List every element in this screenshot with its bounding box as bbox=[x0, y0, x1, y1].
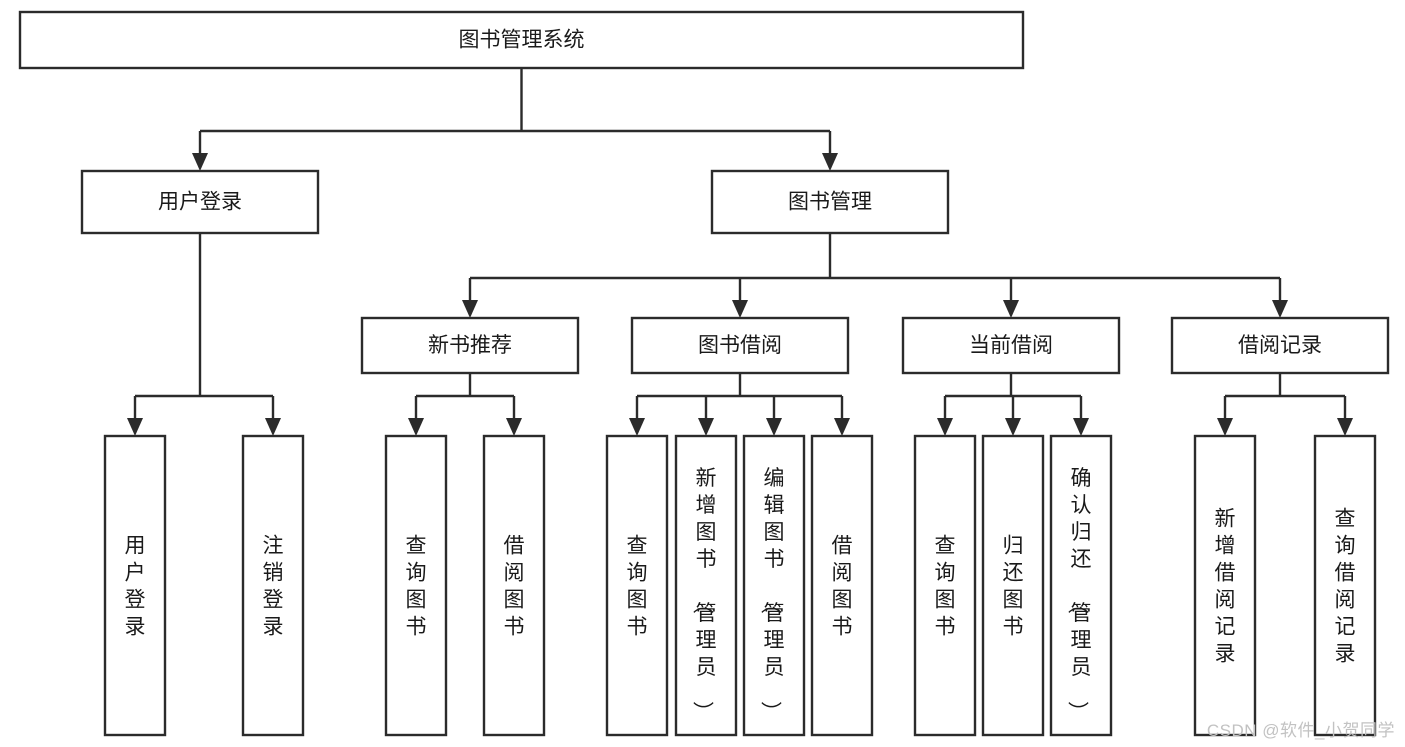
conn-user-login-to-leaves bbox=[127, 233, 281, 436]
node-box-leaf-borrow-book-2 bbox=[810, 434, 874, 737]
arrow-head-book-borrow bbox=[732, 300, 748, 318]
node-root[interactable]: 图书管理系统 bbox=[18, 10, 1025, 70]
node-label-book-borrow: 图书借阅 bbox=[698, 334, 782, 357]
node-leaf-borrow-book-1[interactable]: 借阅图书 bbox=[482, 434, 546, 737]
node-label-root: 图书管理系统 bbox=[459, 29, 585, 52]
node-leaf-return-book[interactable]: 归还图书 bbox=[981, 434, 1045, 737]
node-box-leaf-confirm-return bbox=[1049, 434, 1113, 737]
arrow-head-leaf-query-book-2 bbox=[629, 418, 645, 436]
arrow-head-new-book-recommend bbox=[462, 300, 478, 318]
arrow-head-leaf-query-record bbox=[1337, 418, 1353, 436]
node-leaf-logout[interactable]: 注销登录 bbox=[241, 434, 305, 737]
conn-recommend-to-leaves bbox=[408, 373, 522, 436]
node-box-leaf-borrow-book-1 bbox=[482, 434, 546, 737]
arrow-head-leaf-borrow-book-1 bbox=[506, 418, 522, 436]
node-box-leaf-query-book-3 bbox=[913, 434, 977, 737]
node-leaf-query-book-1[interactable]: 查询图书 bbox=[384, 434, 448, 737]
node-label-book-manage: 图书管理 bbox=[788, 191, 872, 214]
arrow-head-leaf-return-book bbox=[1005, 418, 1021, 436]
node-leaf-add-book[interactable]: 新增图书（管理员） bbox=[674, 434, 738, 737]
connectors-layer bbox=[127, 68, 1353, 436]
node-label-leaf-return-book: 归还图书 bbox=[1003, 535, 1024, 639]
arrow-head-book-manage bbox=[822, 153, 838, 171]
node-box-book-borrow bbox=[630, 316, 850, 375]
arrow-head-leaf-query-book-3 bbox=[937, 418, 953, 436]
node-label-leaf-add-record: 新增借阅记录 bbox=[1215, 508, 1236, 666]
node-label-leaf-user-login: 用户登录 bbox=[125, 535, 146, 639]
node-label-leaf-logout: 注销登录 bbox=[263, 535, 284, 639]
node-label-borrow-record: 借阅记录 bbox=[1238, 334, 1322, 357]
node-box-user-login bbox=[80, 169, 320, 235]
arrow-head-leaf-add-book bbox=[698, 418, 714, 436]
node-label-user-login: 用户登录 bbox=[158, 191, 242, 214]
node-box-current-borrow bbox=[901, 316, 1121, 375]
node-book-borrow[interactable]: 图书借阅 bbox=[630, 316, 850, 375]
arrow-head-leaf-user-login bbox=[127, 418, 143, 436]
node-box-leaf-query-book-2 bbox=[605, 434, 669, 737]
node-leaf-add-record[interactable]: 新增借阅记录 bbox=[1193, 434, 1257, 737]
arrow-head-user-login bbox=[192, 153, 208, 171]
arrow-head-leaf-query-book-1 bbox=[408, 418, 424, 436]
node-box-leaf-query-record bbox=[1313, 434, 1377, 737]
node-box-root bbox=[18, 10, 1025, 70]
node-leaf-query-book-2[interactable]: 查询图书 bbox=[605, 434, 669, 737]
node-label-leaf-confirm-return: 确认归还（管理员） bbox=[1066, 467, 1092, 722]
node-leaf-confirm-return[interactable]: 确认归还（管理员） bbox=[1049, 434, 1113, 737]
node-box-leaf-edit-book bbox=[742, 434, 806, 737]
conn-borrow-to-leaves bbox=[629, 373, 850, 436]
nodes-layer: 图书管理系统用户登录图书管理新书推荐图书借阅当前借阅借阅记录用户登录注销登录查询… bbox=[18, 10, 1390, 737]
node-borrow-record[interactable]: 借阅记录 bbox=[1170, 316, 1390, 375]
arrow-head-leaf-add-record bbox=[1217, 418, 1233, 436]
conn-current-to-leaves bbox=[937, 373, 1089, 436]
node-box-leaf-query-book-1 bbox=[384, 434, 448, 737]
node-leaf-borrow-book-2[interactable]: 借阅图书 bbox=[810, 434, 874, 737]
conn-root-to-level2 bbox=[192, 68, 838, 171]
node-current-borrow[interactable]: 当前借阅 bbox=[901, 316, 1121, 375]
node-user-login[interactable]: 用户登录 bbox=[80, 169, 320, 235]
node-label-leaf-borrow-book-1: 借阅图书 bbox=[504, 535, 525, 639]
node-label-leaf-query-book-3: 查询图书 bbox=[935, 535, 956, 639]
arrow-head-leaf-borrow-book-2 bbox=[834, 418, 850, 436]
node-box-leaf-user-login bbox=[103, 434, 167, 737]
node-leaf-query-record[interactable]: 查询借阅记录 bbox=[1313, 434, 1377, 737]
node-label-leaf-edit-book: 编辑图书（管理员） bbox=[759, 467, 785, 722]
node-leaf-query-book-3[interactable]: 查询图书 bbox=[913, 434, 977, 737]
node-box-book-manage bbox=[710, 169, 950, 235]
node-box-new-book-recommend bbox=[360, 316, 580, 375]
arrow-head-borrow-record bbox=[1272, 300, 1288, 318]
node-box-leaf-logout bbox=[241, 434, 305, 737]
node-box-borrow-record bbox=[1170, 316, 1390, 375]
node-new-book-recommend[interactable]: 新书推荐 bbox=[360, 316, 580, 375]
node-book-manage[interactable]: 图书管理 bbox=[710, 169, 950, 235]
node-box-leaf-return-book bbox=[981, 434, 1045, 737]
arrow-head-leaf-edit-book bbox=[766, 418, 782, 436]
node-label-leaf-query-book-2: 查询图书 bbox=[627, 535, 648, 639]
node-box-leaf-add-record bbox=[1193, 434, 1257, 737]
conn-record-to-leaves bbox=[1217, 373, 1353, 436]
node-label-current-borrow: 当前借阅 bbox=[969, 334, 1053, 357]
node-label-leaf-borrow-book-2: 借阅图书 bbox=[832, 535, 853, 639]
node-leaf-user-login[interactable]: 用户登录 bbox=[103, 434, 167, 737]
node-leaf-edit-book[interactable]: 编辑图书（管理员） bbox=[742, 434, 806, 737]
arrow-head-leaf-logout bbox=[265, 418, 281, 436]
node-label-leaf-query-book-1: 查询图书 bbox=[406, 535, 427, 639]
node-label-new-book-recommend: 新书推荐 bbox=[428, 334, 512, 357]
arrow-head-leaf-confirm-return bbox=[1073, 418, 1089, 436]
node-label-leaf-add-book: 新增图书（管理员） bbox=[691, 467, 717, 722]
node-label-leaf-query-record: 查询借阅记录 bbox=[1335, 508, 1356, 666]
conn-book-manage-to-level3 bbox=[462, 233, 1288, 318]
node-box-leaf-add-book bbox=[674, 434, 738, 737]
arrow-head-current-borrow bbox=[1003, 300, 1019, 318]
